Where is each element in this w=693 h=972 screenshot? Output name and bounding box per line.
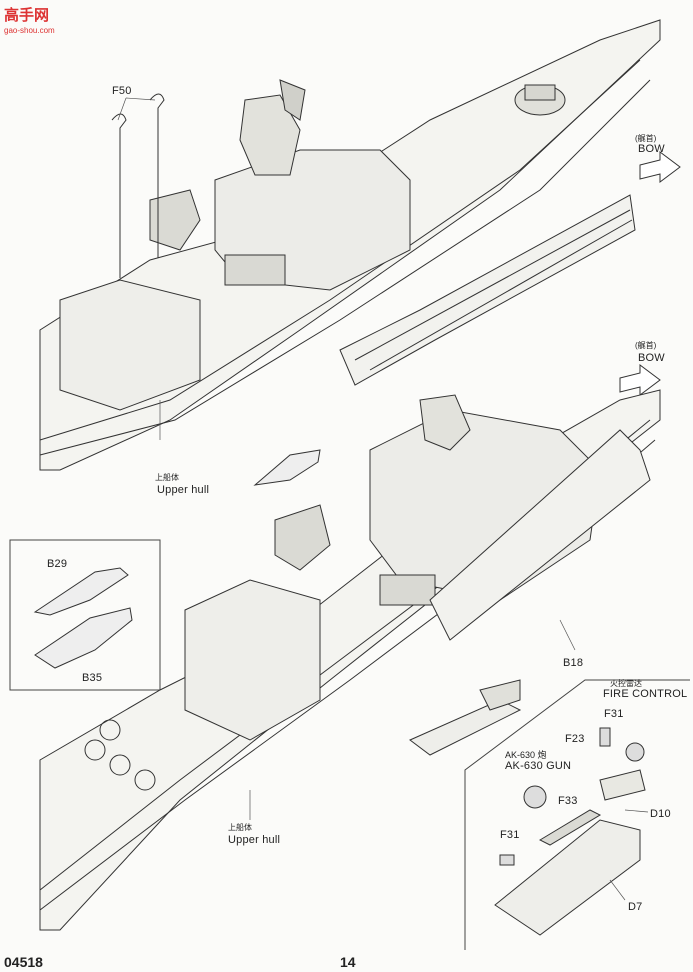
bow-top-cn: (艉首) xyxy=(635,134,657,143)
fire-control-radar xyxy=(625,742,645,762)
label-f23: F23 xyxy=(565,733,585,745)
bow-mid-en: BOW xyxy=(638,352,665,364)
label-f50: F50 xyxy=(112,85,132,97)
upper-hull-top-cn: 上船体 xyxy=(155,473,179,482)
bow-mid-cn: (艉首) xyxy=(635,341,657,350)
label-f31-top: F31 xyxy=(604,708,624,720)
model-number: 04518 xyxy=(4,954,43,970)
label-f33: F33 xyxy=(558,795,578,807)
upper-hull-top-en: Upper hull xyxy=(157,484,210,496)
watermark-logo: 高手网 xyxy=(4,7,50,24)
part-f23 xyxy=(599,727,611,747)
bow-arrow-mid xyxy=(619,364,661,396)
watermark-url: gao-shou.com xyxy=(4,26,55,35)
ak630-gun xyxy=(523,785,547,809)
boat-b29 xyxy=(33,567,129,616)
ak630-cn: AK-630 炮 xyxy=(505,750,547,760)
boats-inset-frame xyxy=(9,539,161,691)
part-d10 xyxy=(599,769,646,801)
boat-b35 xyxy=(34,607,133,669)
upper-hull-bottom-cn: 上船体 xyxy=(228,823,252,832)
label-b18: B18 xyxy=(563,657,584,669)
label-d10: D10 xyxy=(650,808,671,820)
label-f31-bottom: F31 xyxy=(500,829,520,841)
fire-control-inset-frame xyxy=(464,679,690,950)
ak630-en: AK-630 GUN xyxy=(505,760,572,772)
bow-arrow-top xyxy=(639,151,681,183)
upper-hull-bottom-drawing xyxy=(39,389,661,931)
part-f31 xyxy=(499,854,515,866)
label-b35: B35 xyxy=(82,672,103,684)
upper-hull-top-drawing xyxy=(39,19,661,471)
label-d7: D7 xyxy=(628,901,643,913)
part-d7 xyxy=(494,819,641,936)
label-b29: B29 xyxy=(47,558,68,570)
fire-control-cn: 火控雷达 xyxy=(610,679,642,688)
page-number: 14 xyxy=(340,954,356,970)
upper-hull-bottom-en: Upper hull xyxy=(228,834,281,846)
bow-top-en: BOW xyxy=(638,143,665,155)
part-f33 xyxy=(538,809,602,846)
fire-control-en: FIRE CONTROL xyxy=(603,688,688,700)
